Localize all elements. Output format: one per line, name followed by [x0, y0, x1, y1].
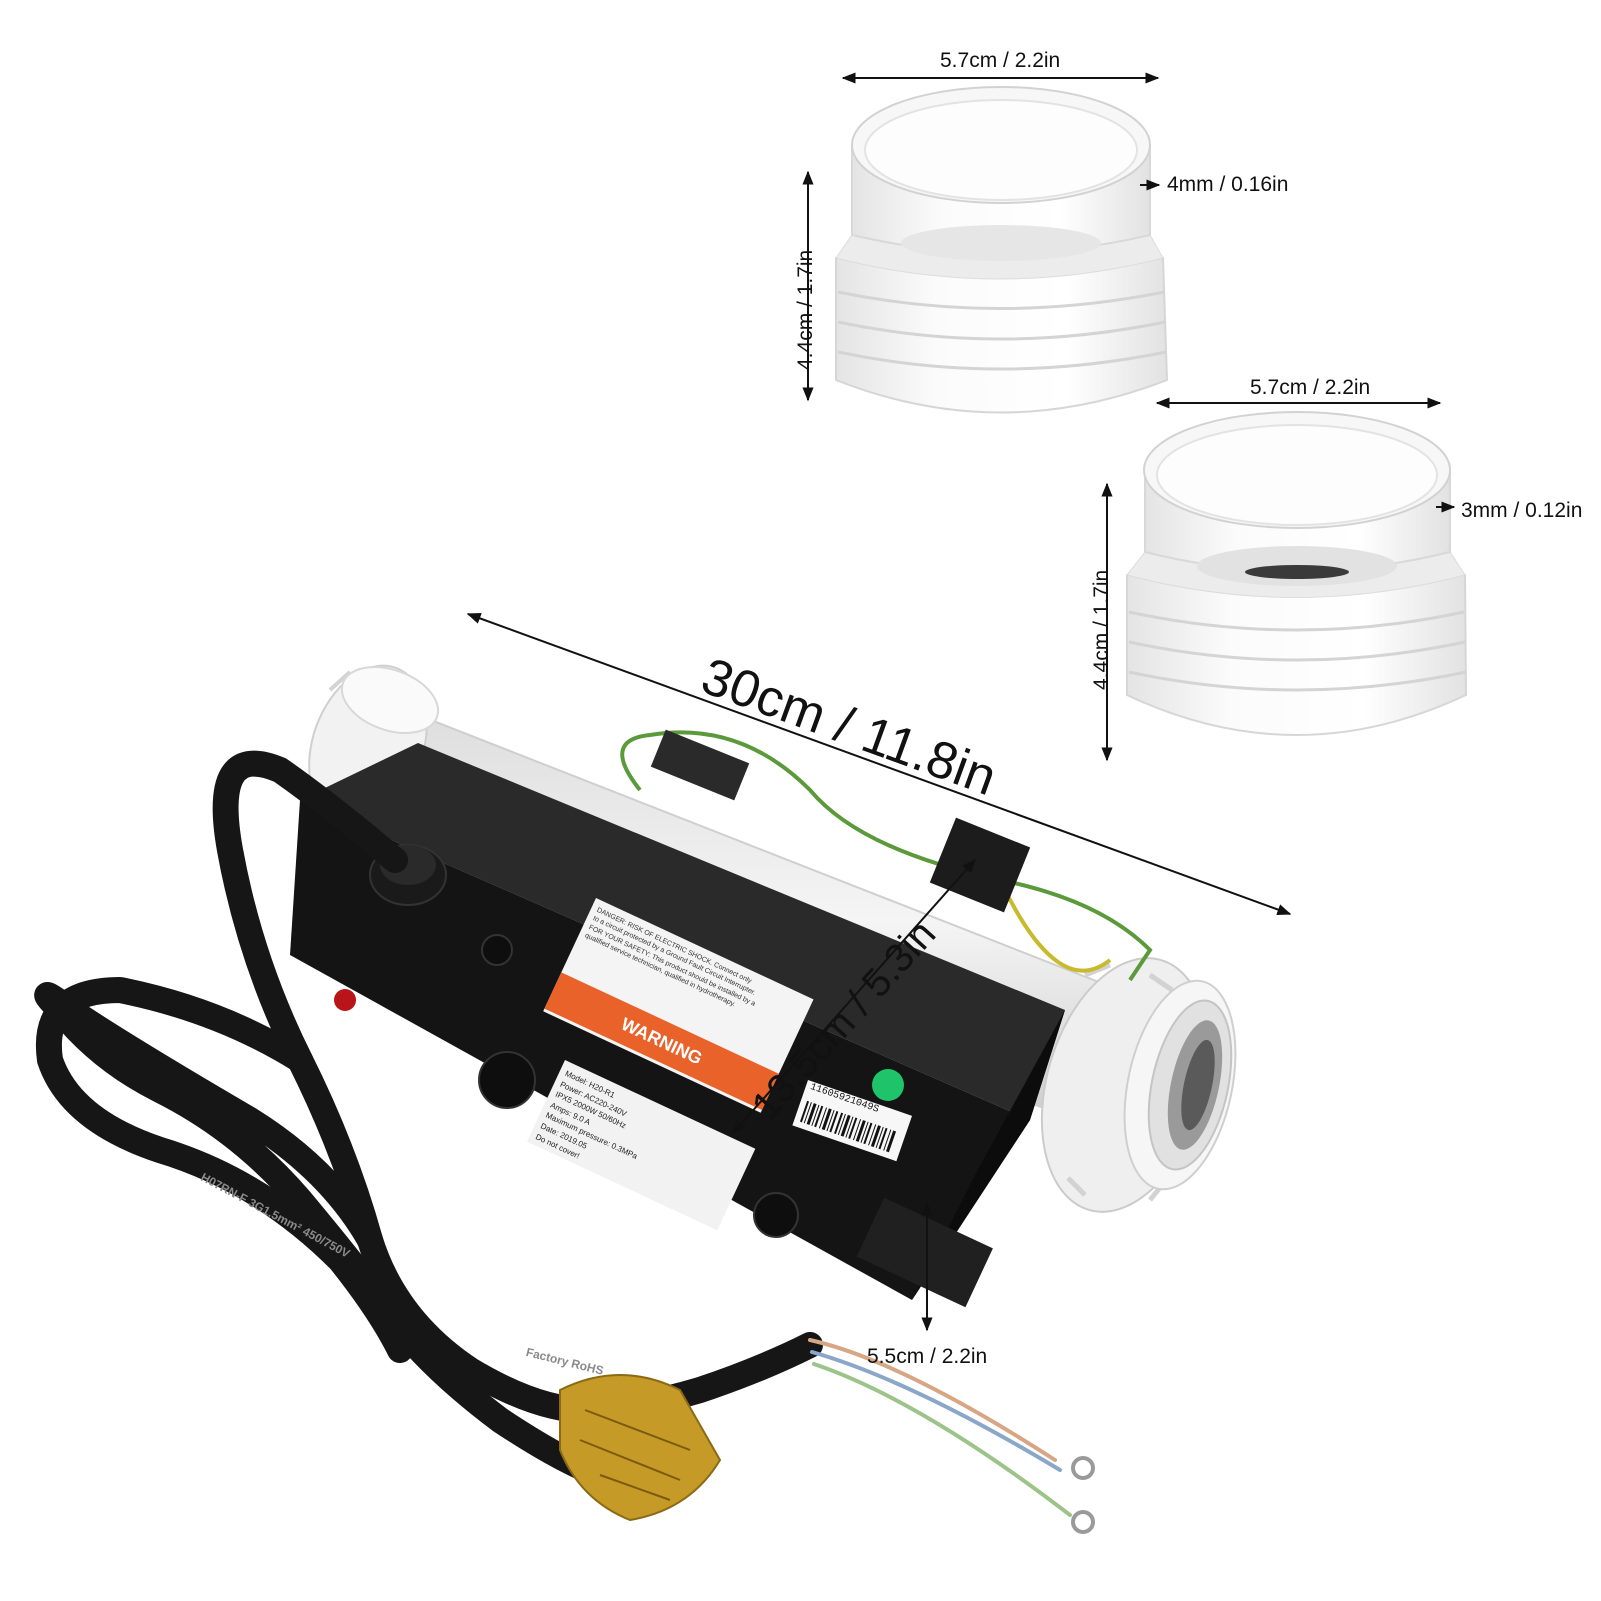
- drain-cap: [753, 1192, 799, 1238]
- fitting-large-wall-label: 4mm / 0.16in: [1167, 173, 1289, 196]
- ring-terminals: [1071, 1456, 1095, 1534]
- pipe-fitting-large: [835, 86, 1169, 414]
- pipe-fitting-small: [1126, 411, 1468, 736]
- indicator-red: [334, 989, 356, 1011]
- spec-label: [526, 1060, 756, 1231]
- wire-leads: [808, 1338, 1072, 1517]
- button-cap: [478, 1051, 536, 1109]
- heater-height-label: 5.5cm / 2.2in: [867, 1345, 988, 1368]
- fitting-small-height-label: 4.4cm / 1.7in: [1090, 569, 1113, 690]
- fitting-large-width-label: 5.7cm / 2.2in: [940, 49, 1061, 72]
- union-nut-right: [1040, 957, 1237, 1213]
- fitting-small-width-label: 5.7cm / 2.2in: [1250, 376, 1371, 399]
- fitting-large-height-label: 4.4cm / 1.7in: [794, 249, 817, 370]
- indicator-green: [872, 1069, 904, 1101]
- cable-gold-tag: [559, 1374, 722, 1522]
- screw-cap: [481, 934, 513, 966]
- dimension-arrows: [466, 72, 1456, 1332]
- fitting-small-wall-label: 3mm / 0.12in: [1461, 499, 1583, 522]
